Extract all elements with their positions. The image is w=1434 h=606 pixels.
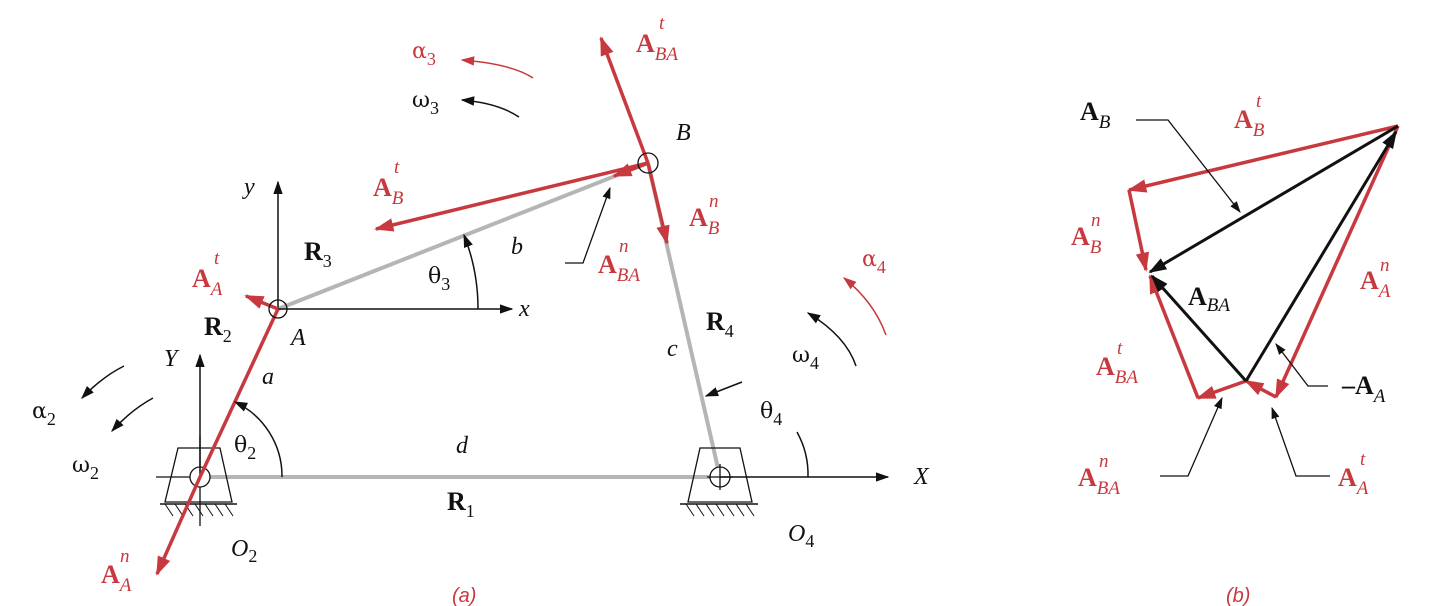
figure-b-vector-polygon: AB ABA –AA AB t AB n AA n ABA t ABA n AA… bbox=[1071, 91, 1400, 606]
poly-A-B-arrow bbox=[1148, 124, 1399, 274]
b-A-A-t-label: AA bbox=[1338, 463, 1369, 499]
axis-X-label: X bbox=[913, 464, 930, 490]
R2-label: R2 bbox=[204, 312, 232, 346]
link-a-crank bbox=[198, 308, 280, 478]
omega4-rotation-arrow bbox=[806, 312, 857, 367]
pivot-O4-label: O4 bbox=[788, 521, 814, 551]
b-A-A-n-sup: n bbox=[1380, 255, 1390, 276]
b-A-BA-n-label: ABA bbox=[1078, 463, 1120, 499]
accel-BA-normal-arrow bbox=[612, 161, 649, 178]
b-A-A-n-label: AA bbox=[1360, 266, 1391, 302]
figure-b-caption: (b) bbox=[1226, 585, 1250, 606]
b-A-B-label: AB bbox=[1080, 97, 1111, 133]
link-b-label: b bbox=[511, 234, 523, 260]
accel-BA-tangential-arrow bbox=[599, 36, 650, 164]
ground-pivot-o4 bbox=[680, 447, 758, 517]
omega2-rotation-arrow bbox=[111, 397, 154, 433]
b-neg-A-A-label: –AA bbox=[1341, 371, 1386, 407]
link-d-label: d bbox=[456, 433, 469, 459]
accel-B-normal-arrow bbox=[646, 162, 670, 245]
poly-A-B-n-arrow bbox=[1127, 189, 1149, 272]
leader-A-A-t bbox=[1271, 406, 1330, 477]
b-A-B-t-label: AB bbox=[1234, 105, 1265, 141]
A-A-n-label: AA bbox=[101, 560, 132, 596]
poly-A-A-n-arrow bbox=[1274, 125, 1400, 399]
b-A-B-n-sup: n bbox=[1091, 210, 1101, 231]
theta2-arc bbox=[233, 401, 283, 478]
theta3-arc bbox=[463, 233, 479, 310]
axis-x-label: x bbox=[518, 296, 530, 322]
poly-A-B-t-arrow bbox=[1127, 124, 1399, 193]
A-BA-t-sup: t bbox=[659, 13, 665, 34]
theta4-label: θ4 bbox=[760, 399, 782, 429]
alpha2-label: α2 bbox=[32, 399, 56, 429]
theta2-label: θ2 bbox=[234, 433, 256, 463]
A-BA-t-label: ABA bbox=[636, 29, 678, 65]
A-B-t-sup: t bbox=[394, 157, 400, 178]
omega2-label: ω2 bbox=[72, 453, 99, 483]
A-A-t-label: AA bbox=[192, 264, 223, 300]
figure-a-caption: (a) bbox=[452, 585, 476, 606]
b-A-BA-t-sup: t bbox=[1117, 338, 1123, 359]
pivot-O2-label: O2 bbox=[231, 536, 257, 566]
A-B-t-label: AB bbox=[373, 173, 404, 209]
alpha3-label: α3 bbox=[412, 39, 436, 69]
R3-label: R3 bbox=[304, 237, 332, 271]
point-B-label: B bbox=[676, 120, 691, 146]
point-A-label: A bbox=[289, 325, 306, 351]
accel-A-tangential-arrow bbox=[244, 294, 279, 311]
accel-B-tangential-arrow bbox=[374, 161, 649, 232]
b-A-BA-t-label: ABA bbox=[1096, 352, 1138, 388]
leader-A-BA-n bbox=[1160, 396, 1223, 477]
link-a-label: a bbox=[262, 364, 274, 390]
b-A-A-t-sup: t bbox=[1360, 449, 1366, 470]
omega3-rotation-arrow bbox=[460, 96, 520, 118]
poly-A-BA-arrow bbox=[1150, 274, 1248, 383]
A-BA-n-label: ABA bbox=[598, 250, 640, 286]
poly-neg-A-A-arrow bbox=[1244, 130, 1398, 382]
alpha4-label: α4 bbox=[862, 247, 886, 277]
A-A-t-sup: t bbox=[214, 248, 220, 269]
R1-label: R1 bbox=[447, 487, 475, 521]
pin-a bbox=[268, 299, 288, 319]
figure-a: A B x y X Y a b c d O2 O4 R1 R2 R3 R4 θ2… bbox=[32, 13, 930, 606]
alpha2-rotation-arrow bbox=[81, 365, 125, 399]
A-A-n-sup: n bbox=[120, 546, 130, 567]
theta3-label: θ3 bbox=[428, 264, 450, 294]
poly-A-BA-t-arrow bbox=[1148, 274, 1200, 399]
accel-A-normal-arrow bbox=[155, 476, 202, 576]
omega4-label: ω4 bbox=[792, 343, 819, 373]
pin-b bbox=[637, 152, 659, 174]
leader-a-ba-n bbox=[565, 186, 611, 264]
leader-A-B bbox=[1136, 119, 1241, 213]
A-B-n-sup: n bbox=[709, 191, 719, 212]
b-A-BA-n-sup: n bbox=[1099, 451, 1109, 472]
A-B-n-label: AB bbox=[689, 203, 720, 239]
alpha3-rotation-arrow bbox=[460, 56, 534, 79]
alpha4-rotation-arrow bbox=[842, 277, 887, 336]
leader-neg-A-A bbox=[1275, 343, 1328, 387]
theta4-pointer bbox=[704, 381, 743, 397]
poly-A-BA-n-arrow bbox=[1196, 379, 1247, 400]
A-BA-n-sup: n bbox=[619, 236, 629, 257]
axis-y-label: y bbox=[242, 174, 255, 200]
R4-label: R4 bbox=[706, 307, 734, 341]
omega3-label: ω3 bbox=[412, 88, 439, 118]
link-c-label: c bbox=[667, 336, 678, 362]
b-A-BA-label: ABA bbox=[1188, 282, 1230, 316]
poly-A-A-t-arrow bbox=[1244, 379, 1277, 399]
link-b-coupler bbox=[277, 161, 649, 311]
b-A-B-n-label: AB bbox=[1071, 222, 1102, 258]
theta4-arc bbox=[796, 431, 809, 478]
b-A-B-t-sup: t bbox=[1256, 91, 1262, 112]
axis-Y-label: Y bbox=[164, 346, 180, 372]
